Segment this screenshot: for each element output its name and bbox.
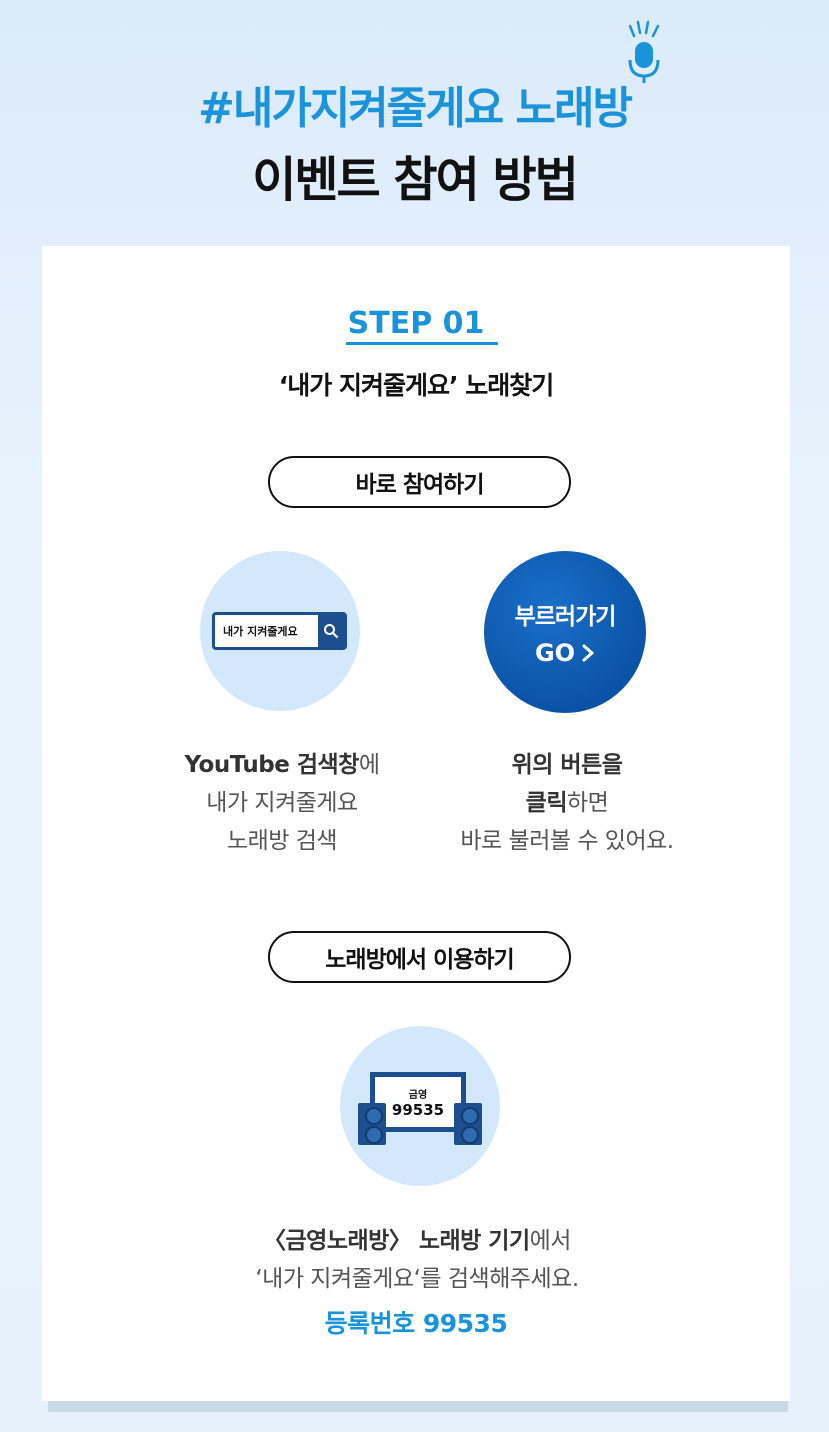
microphone-icon	[628, 20, 660, 83]
button-instructions: 위의 버튼을 클릭하면 바로 불러볼 수 있어요.	[432, 746, 702, 860]
youtube-instructions: YouTube 검색창에 내가 지켜줄게요 노래방 검색	[150, 746, 414, 860]
chevron-right-icon	[582, 644, 594, 662]
click-bold: 클릭	[525, 790, 568, 816]
karaoke-screen-icon: 금영 99535	[370, 1072, 466, 1132]
karaoke-line2: ‘내가 지켜줄게요‘를 검색해주세요.	[255, 1266, 579, 1292]
step-underline	[346, 342, 498, 345]
youtube-line3: 노래방 검색	[226, 828, 338, 854]
karaoke-instructions: 〈금영노래방〉 노래방 기기에서 ‘내가 지켜줄게요‘를 검색해주세요.	[182, 1222, 652, 1298]
youtube-search-tail: 에	[358, 752, 380, 778]
direct-participate-button[interactable]: 바로 참여하기	[268, 456, 571, 508]
search-query: 내가 지켜줄게요	[223, 625, 298, 638]
youtube-line2: 내가 지켜줄게요	[206, 790, 358, 816]
button-line3: 바로 불러볼 수 있어요.	[460, 828, 674, 854]
karaoke-tail: 에서	[529, 1228, 572, 1254]
speaker-left-icon	[358, 1103, 386, 1145]
youtube-search-box: 내가 지켜줄게요	[212, 612, 347, 650]
karaoke-brand: 금영	[408, 1089, 428, 1101]
button-line1: 위의 버튼을	[511, 752, 623, 778]
click-tail: 하면	[567, 790, 609, 816]
step-title: ‘내가 지켜줄게요’ 노래찾기	[278, 371, 554, 400]
go-button-go: GO	[535, 639, 595, 667]
registration-number: 등록번호 99535	[324, 1309, 508, 1338]
card-shadow	[48, 1398, 788, 1412]
go-button-label: 부르러가기	[514, 604, 617, 630]
hero-title: #내가지켜줄게요 노래방	[198, 83, 633, 134]
karaoke-number: 99535	[391, 1100, 445, 1119]
karaoke-use-button[interactable]: 노래방에서 이용하기	[268, 931, 571, 983]
instructions-card: STEP 01 ‘내가 지켜줄게요’ 노래찾기 바로 참여하기 내가 지켜줄게요…	[42, 246, 790, 1401]
go-text: GO	[534, 639, 576, 667]
karaoke-bold: 〈금영노래방〉 노래방 기기	[263, 1228, 530, 1254]
speaker-right-icon	[454, 1103, 482, 1145]
step-label: STEP 01	[347, 306, 485, 341]
go-sing-button[interactable]: 부르러가기 GO	[484, 551, 646, 713]
youtube-search-bold: YouTube 검색창	[184, 752, 360, 778]
search-icon	[318, 615, 344, 647]
hero-subtitle: 이벤트 참여 방법	[252, 152, 579, 208]
